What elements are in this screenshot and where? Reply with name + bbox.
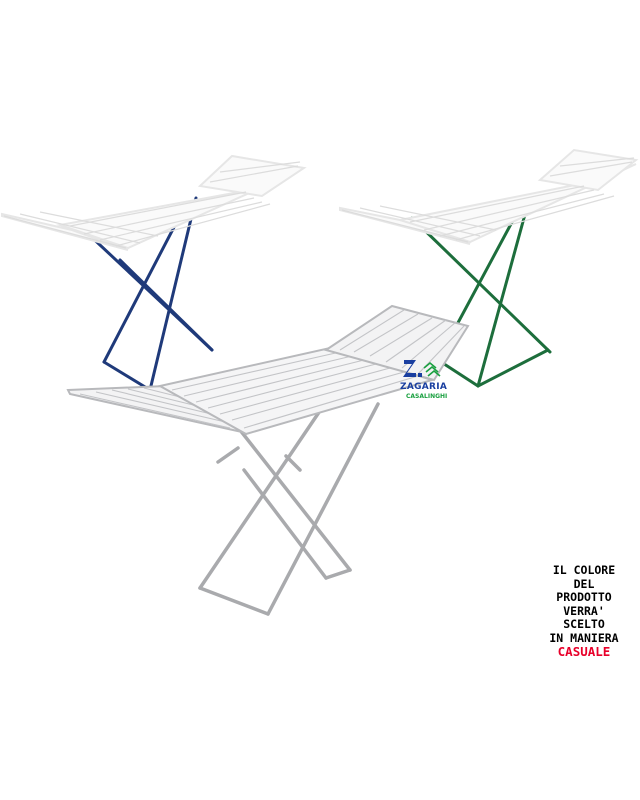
random-color-notice: IL COLORE DEL PRODOTTO VERRA' SCELTO IN … [528,563,640,659]
notice-line: IL COLORE [552,563,616,577]
drying-rack-blue [1,154,307,392]
drying-rack-green [339,148,639,388]
brand-name: ZAGARIA [400,382,448,392]
notice-line: IN MANIERA [549,630,619,645]
notice-line: PRODOTTO [556,590,612,604]
notice-line: VERRA' [563,603,605,618]
brand-logo: ZAGARIA CASALINGHI [398,358,454,404]
drying-rack-silver [66,304,470,616]
brand-logo-mark [403,360,441,377]
brand-subtitle: CASALINGHI [406,393,448,400]
notice-highlight: CASUALE [557,644,611,659]
notice-line: SCELTO [563,617,605,631]
notice-line: DEL [573,576,595,591]
